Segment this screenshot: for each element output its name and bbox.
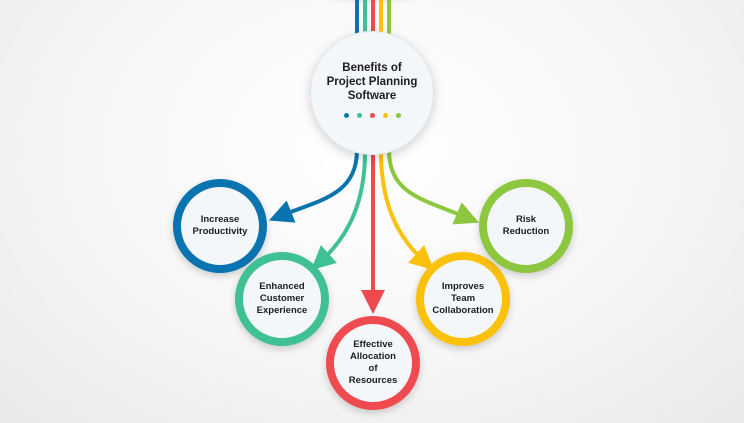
red-dot	[369, 112, 375, 118]
node-label: Improves Team Collaboration	[432, 281, 494, 316]
hub-title-line-3: Software	[347, 89, 397, 102]
arrow-to-enhanced-customer	[311, 151, 367, 271]
top-color-bars	[355, 0, 391, 34]
hub-title-line-2: Project Planning	[326, 75, 418, 88]
node-risk-reduction: Risk Reduction	[479, 179, 573, 273]
arrow-to-risk-reduction	[387, 149, 480, 225]
node-label: Effective Allocation of Resources	[348, 339, 398, 386]
green-dot	[356, 112, 362, 118]
lime-dot	[395, 112, 401, 118]
hub-title: Benefits of Project Planning Software	[322, 61, 422, 103]
node-enhanced-customer-experience: Enhanced Customer Experience	[235, 252, 329, 346]
node-label: Risk Reduction	[502, 214, 550, 237]
node-effective-allocation: Effective Allocation of Resources	[326, 316, 420, 410]
node-improves-team-collaboration: Improves Team Collaboration	[416, 252, 510, 346]
hub-title-line-1: Benefits of	[342, 61, 402, 74]
node-label: Enhanced Customer Experience	[256, 281, 308, 316]
arrow-to-increase-productivity	[268, 149, 359, 223]
yellow-dot	[382, 112, 388, 118]
color-dots	[343, 112, 401, 118]
central-hub: Benefits of Project Planning Software	[310, 31, 434, 155]
blue-dot	[343, 112, 349, 118]
arrow-to-team-collaboration	[379, 151, 434, 271]
node-increase-productivity: Increase Productivity	[173, 179, 267, 273]
node-label: Increase Productivity	[192, 214, 248, 237]
